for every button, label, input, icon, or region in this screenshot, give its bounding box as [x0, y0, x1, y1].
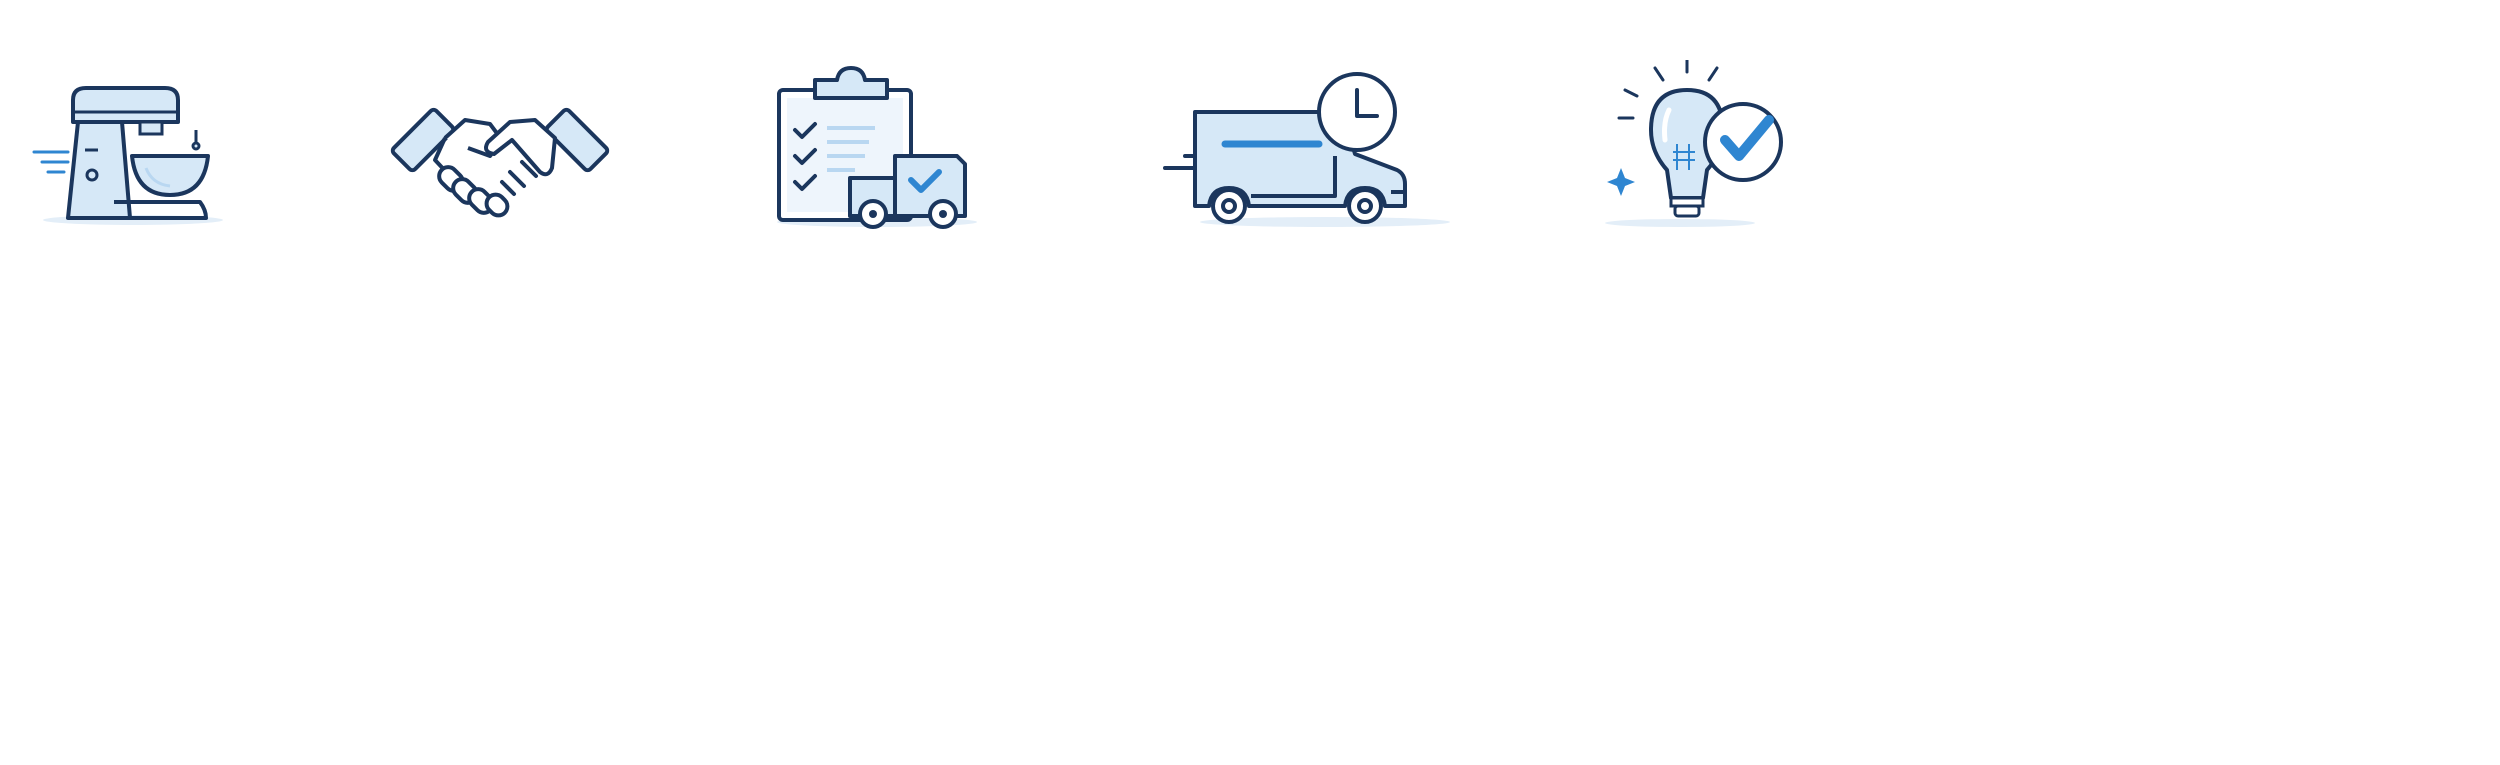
- checklist-delivery-truck-icon: [765, 60, 985, 240]
- delivery-van-clock-icon: [1155, 60, 1455, 240]
- delivery-van-clock-graphic: [1163, 72, 1450, 227]
- stand-mixer-icon: [28, 60, 228, 240]
- stand-mixer-graphic: [32, 86, 223, 225]
- checklist-delivery-graphic: [777, 66, 977, 229]
- lightbulb-check-icon: [1605, 60, 1805, 240]
- handshake-icon: [390, 60, 610, 240]
- lightbulb-check-graphic: [1605, 60, 1783, 227]
- handshake-graphic: [390, 107, 610, 218]
